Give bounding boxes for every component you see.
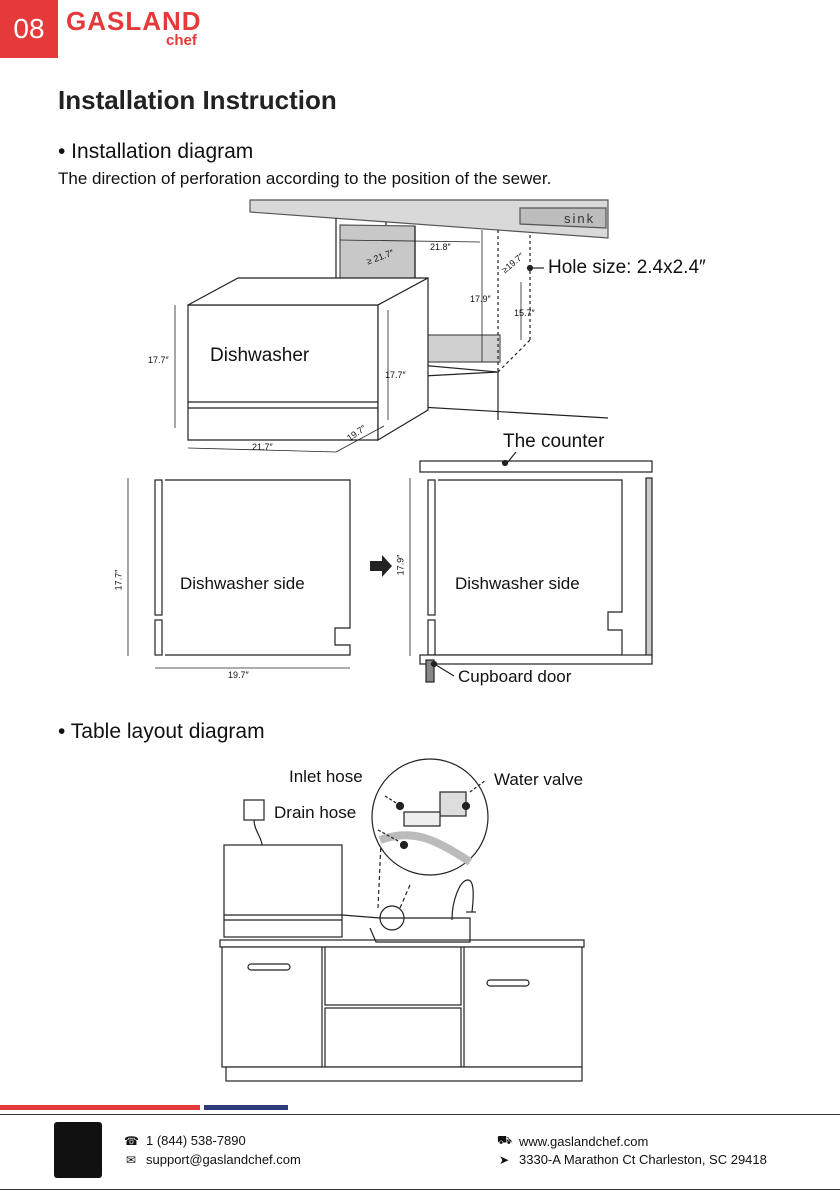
sink-label: sink [564, 211, 596, 226]
side-dim-17-7: 17.7″ [113, 569, 124, 591]
mail-icon: ✉ [125, 1152, 137, 1167]
installation-diagram-heading: • Installation diagram [58, 140, 254, 163]
dim-17-9: 17.9″ [470, 294, 491, 304]
email-text: support@gaslandchef.com [146, 1152, 301, 1167]
dishwasher-box-drawing [174, 276, 429, 453]
page-number-badge: 08 [0, 0, 58, 58]
water-valve-label: Water valve [494, 770, 584, 789]
contact-address: ➤ 3330-A Marathon Ct Charleston, SC 2941… [497, 1152, 767, 1167]
footer-accent-blue [204, 1105, 288, 1110]
cupboard-door-label: Cupboard door [458, 667, 572, 686]
contact-website: ⛟ www.gaslandchef.com [497, 1133, 648, 1149]
dim-17-7-left: 17.7″ [148, 355, 169, 365]
brand-logo-sub: chef [166, 32, 197, 49]
dim-15-7: 15.7″ [514, 308, 535, 318]
dishwasher-label: Dishwasher [210, 345, 310, 366]
side-view-right [409, 451, 653, 683]
hole-size-label: Hole size: 2.4x2.4″ [548, 257, 706, 278]
dim-17-7-right: 17.7″ [385, 370, 406, 380]
location-arrow-icon: ➤ [498, 1152, 510, 1167]
footer-bottom-rule [0, 1189, 840, 1190]
side-dim-19-7: 19.7″ [228, 670, 249, 680]
brand-logo-main: GASLAND [66, 6, 202, 36]
cart-icon: ⛟ [497, 1133, 513, 1147]
inlet-hose-label: Inlet hose [289, 767, 363, 786]
contact-email: ✉ support@gaslandchef.com [124, 1152, 301, 1167]
arrow-icon [370, 555, 392, 577]
footer-top-rule [0, 1114, 840, 1115]
kitchen-layout-drawing [219, 799, 585, 1082]
address-text: 3330-A Marathon Ct Charleston, SC 29418 [519, 1152, 767, 1167]
phone-icon: ☎ [124, 1133, 139, 1148]
dishwasher-side-label-right: Dishwasher side [455, 574, 580, 593]
drain-hose-label: Drain hose [274, 803, 357, 822]
website-text: www.gaslandchef.com [519, 1133, 649, 1149]
qr-code-icon [54, 1122, 102, 1178]
phone-text: 1 (844) 538-7890 [146, 1133, 246, 1148]
installation-diagram-subtitle: The direction of perforation according t… [58, 169, 552, 188]
page-title: Installation Instruction [58, 85, 337, 115]
counter-label: The counter [503, 431, 605, 452]
side-view-left [127, 478, 351, 669]
contact-phone: ☎ 1 (844) 538-7890 [124, 1133, 246, 1148]
zoom-detail-circle [371, 758, 489, 876]
dishwasher-side-label-left: Dishwasher side [180, 574, 305, 593]
table-layout-heading: • Table layout diagram [58, 720, 265, 743]
side-dim-17-9: 17.9″ [395, 554, 406, 576]
dim-21-7: 21.7″ [252, 442, 273, 452]
footer-accent-red [0, 1105, 200, 1110]
dim-21-8: 21.8″ [430, 242, 451, 252]
brand-logo: GASLAND chef [66, 6, 202, 49]
